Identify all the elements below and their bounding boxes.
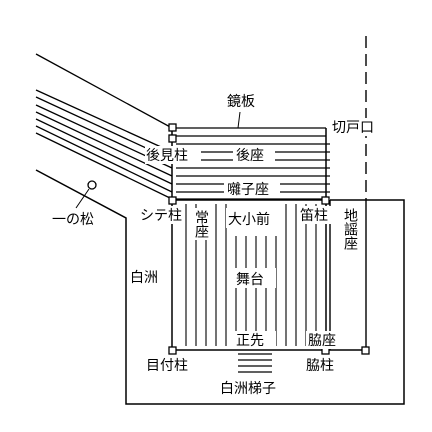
label-kiri-do-guchi: 切戸口 [332, 120, 374, 136]
label-jiutai-za: 地謡座 [342, 208, 358, 251]
label-fue-bashira: 笛柱 [300, 208, 328, 224]
jiutai-area [326, 200, 367, 352]
koza-planks [171, 127, 330, 200]
label-dai-sho-mae: 大小前 [228, 211, 270, 228]
pillar-shite [168, 196, 177, 205]
hashigakari-bridge [35, 53, 173, 200]
shirasu-bashigo-stairs [238, 353, 272, 373]
shirasu-boundary [35, 169, 405, 405]
pillar-jiutai-corner [361, 346, 370, 355]
kagami-ita-leader [237, 111, 241, 129]
label-butai: 舞台 [236, 272, 264, 288]
pillar-fue [321, 196, 330, 205]
label-shirasu-bashigo: 白洲梯子 [220, 381, 276, 397]
label-shite-bashira: シテ柱 [140, 208, 182, 224]
label-hayashi-za: 囃子座 [227, 182, 269, 198]
label-jo-za: 常座 [193, 210, 209, 239]
label-waki-za: 脇座 [308, 333, 336, 349]
label-shosaki: 正先 [236, 333, 264, 349]
butai-frame [171, 199, 327, 351]
pillar-metsuke [168, 346, 177, 355]
label-ichi-no-matsu: 一の松 [52, 212, 94, 228]
label-koken-bashira: 後見柱 [146, 148, 188, 164]
label-shirasu: 白洲 [130, 270, 158, 286]
label-waki-bashira: 脇柱 [306, 358, 334, 374]
ichi-no-matsu-leader [75, 188, 90, 209]
label-koza: 後座 [236, 148, 264, 164]
pillar-koken [168, 123, 177, 132]
label-kagami-ita: 鏡板 [227, 94, 255, 110]
label-metsuke-bashira: 目付柱 [146, 358, 188, 374]
ichi-no-matsu-circle [87, 180, 97, 190]
pillar-koken-lower [168, 134, 177, 143]
